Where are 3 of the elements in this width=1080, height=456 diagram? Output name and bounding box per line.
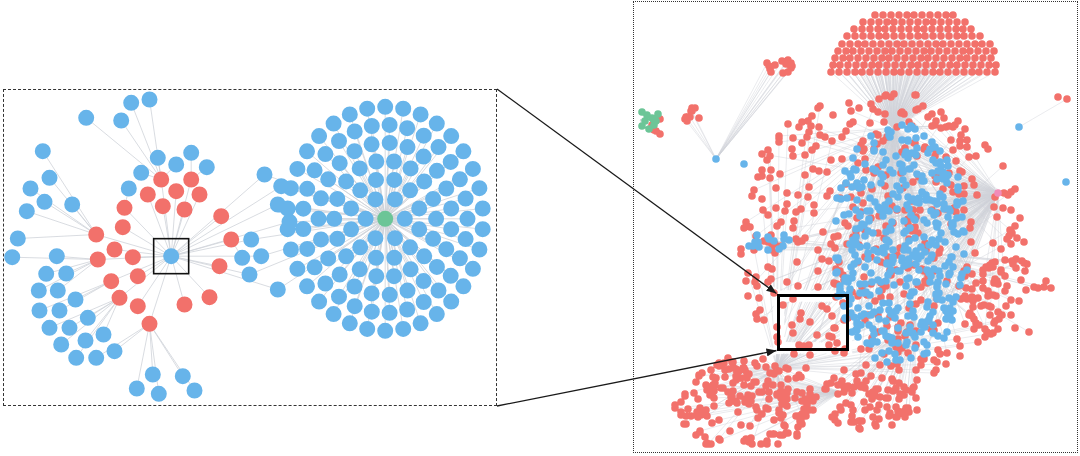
zoom-rectangle	[776, 293, 849, 351]
leader-line	[496, 348, 778, 407]
leader-line	[496, 88, 778, 295]
